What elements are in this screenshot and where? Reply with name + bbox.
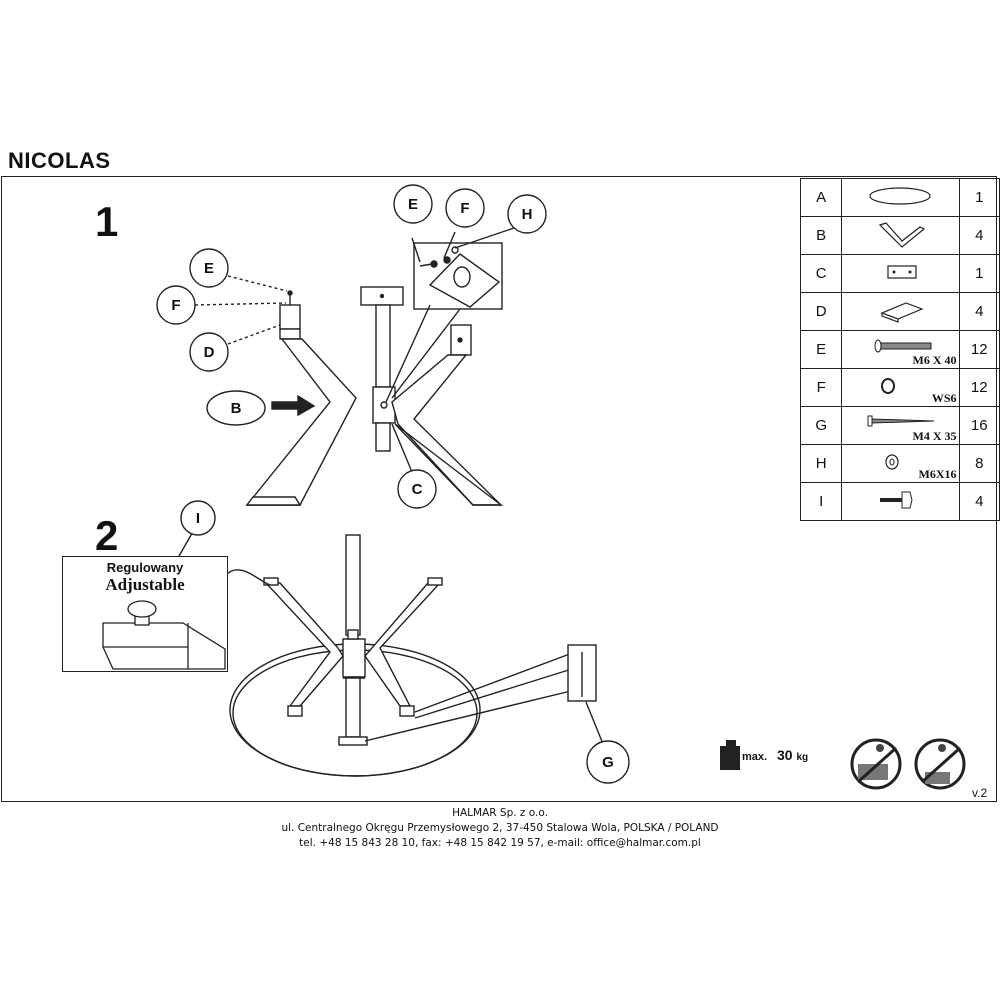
part-letter: A: [799, 178, 843, 217]
part-quantity: 12: [958, 330, 1000, 369]
version-label: v.2: [972, 786, 988, 800]
part-quantity: 4: [958, 216, 1000, 255]
part-quantity: 1: [958, 178, 1000, 217]
center-assembly-step1: [360, 286, 504, 506]
footer-contact: tel. +48 15 843 28 10, fax: +48 15 842 1…: [299, 837, 701, 849]
part-quantity: 16: [958, 406, 1000, 445]
callout-f-detail: F: [460, 200, 469, 217]
no-standing-on-table-icon: [850, 738, 902, 790]
part-letter: E: [799, 330, 843, 369]
part-letter: B: [799, 216, 843, 255]
load-unit: kg: [796, 752, 809, 763]
no-sitting-on-table-icon: [914, 738, 966, 790]
footer-address: ul. Centralnego Okręgu Przemysłowego 2, …: [281, 822, 719, 834]
load-label: max.: [742, 751, 768, 763]
bolt-icon: M6 X 40: [841, 330, 960, 369]
adjustable-foot-detail: Regulowany Adjustable: [62, 556, 228, 672]
product-title: NICOLAS: [8, 148, 111, 173]
leg-b-side-view: [245, 290, 357, 506]
wood-block-icon: [841, 292, 960, 331]
callout-e-detail: E: [408, 196, 418, 213]
part-spec: M6 X 40: [912, 353, 957, 367]
part-letter: I: [799, 482, 843, 521]
part-quantity: 1: [958, 254, 1000, 293]
wood-screw-icon: M4 X 35: [841, 406, 960, 445]
adjustable-foot-icon: [102, 600, 226, 670]
assembled-base: [263, 534, 443, 746]
part-letter: D: [799, 292, 843, 331]
part-quantity: 12: [958, 368, 1000, 407]
spring-washer-icon: WS6: [841, 368, 960, 407]
step-2-number: 2: [95, 512, 119, 559]
callout-b: B: [231, 400, 242, 417]
footer-company: HALMAR Sp. z o.o.: [452, 807, 548, 819]
callout-c: C: [412, 481, 423, 498]
adjustable-label-en: Adjustable: [105, 575, 185, 594]
part-spec: WS6: [931, 391, 957, 405]
adjustable-foot-icon: [841, 482, 960, 521]
load-value: 30: [777, 747, 793, 763]
part-spec: M6X16: [918, 467, 957, 481]
part-quantity: 4: [958, 292, 1000, 331]
part-letter: F: [799, 368, 843, 407]
part-quantity: 4: [958, 482, 1000, 521]
oval-tabletop-icon: [841, 178, 960, 217]
step-1-number: 1: [95, 198, 119, 245]
callout-h: H: [522, 206, 533, 223]
part-letter: C: [799, 254, 843, 293]
callout-e: E: [204, 260, 214, 277]
part-quantity: 8: [958, 444, 1000, 483]
weight-icon: [720, 740, 740, 770]
part-letter: G: [799, 406, 843, 445]
callout-i: I: [196, 510, 200, 527]
adjustable-label-pl: Regulowany: [106, 560, 184, 575]
load-value-wrap: 30 kg: [777, 747, 808, 763]
callout-d: D: [204, 344, 215, 361]
callout-g: G: [602, 754, 614, 771]
leg-bracket-icon: [841, 216, 960, 255]
callout-f: F: [171, 297, 180, 314]
part-spec: M4 X 35: [912, 429, 957, 443]
center-plate-icon: [841, 254, 960, 293]
flat-washer-icon: M6X16: [841, 444, 960, 483]
part-letter: H: [799, 444, 843, 483]
